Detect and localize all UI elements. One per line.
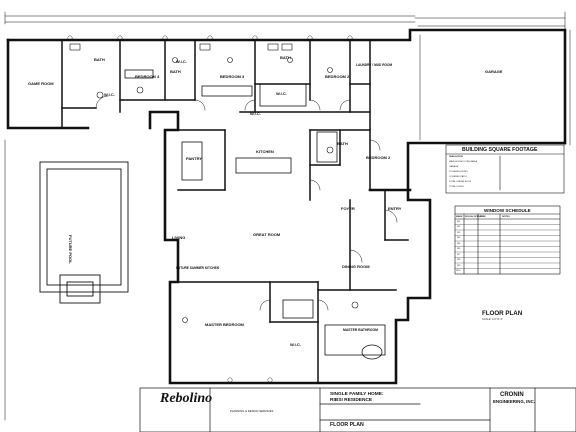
window-mark: W10 [456, 270, 461, 272]
sqft-row: COVERED PATIO [449, 176, 467, 178]
window-schedule-header: TYPE [480, 215, 486, 218]
title-block-frame [139, 387, 576, 432]
window-mark: W1 [457, 220, 461, 223]
room-label-wic-c: W.I.C. [276, 91, 287, 96]
exterior-walls [6, 28, 567, 385]
room-label-living: LIVING [172, 235, 186, 240]
sqft-row: GARAGE [449, 166, 459, 168]
company-logo: Rebolino [160, 391, 213, 406]
kitchen-fixtures [124, 69, 386, 360]
window-mark: W5 [457, 242, 461, 245]
sheet-title: FLOOR PLAN [482, 310, 523, 317]
room-label-wic-d: W.I.C. [250, 111, 261, 116]
window-schedule-header: ROUGH OPENING [465, 215, 484, 218]
room-label-bedroom-4: BEDROOM 4 [135, 74, 160, 79]
window-schedule-header: NOTES [502, 215, 510, 218]
pool-outline [39, 161, 129, 304]
sqft-row: TOTAL UNDER ROOF [449, 181, 472, 183]
sqft-table-title: BUILDING SQUARE FOOTAGE [462, 147, 538, 153]
room-label-master-bathroom: MASTER BATHROOM [343, 328, 378, 332]
room-label-wic-a: W.I.C. [104, 92, 115, 97]
interior-walls [9, 39, 409, 384]
window-mark: W6 [457, 248, 461, 250]
room-label-bedroom-2-top: BEDROOM 2 [325, 74, 350, 79]
room-label-master-wic: W.I.C. [290, 342, 301, 347]
project-title-line2: RIBSI RESIDENCE [330, 398, 373, 403]
room-label-bath-c: BATH [280, 55, 291, 60]
room-label-future-summer-kitchen: FUTURE SUMMER KITCHEN [176, 266, 220, 270]
window-schedule-header: MARK [456, 215, 463, 218]
room-label-kitchen: KITCHEN [256, 149, 274, 154]
door-swings [95, 95, 398, 311]
engineer-name-line2: ENGINEERING, INC. [493, 399, 535, 404]
sqft-row: COVERED ENTRY [449, 171, 468, 173]
drawing-title: FLOOR PLAN [330, 422, 364, 428]
grid-markers [67, 35, 353, 383]
room-label-wic-b: W.I.C. [176, 59, 187, 64]
room-label-bath-d: BATH [337, 141, 348, 146]
window-mark: W7 [457, 253, 461, 256]
room-label-master-bedroom: MASTER BEDROOM [205, 322, 244, 327]
room-label-entry: ENTRY [388, 206, 402, 211]
bath-fixtures [69, 43, 359, 323]
room-label-future-pool: FUTURE POOL [68, 235, 73, 264]
room-label-bath-a: BATH [94, 57, 105, 62]
room-label-game-room: GAME ROOM [28, 81, 54, 86]
window-schedule-rows [454, 224, 561, 269]
window-mark: W9 [457, 264, 461, 267]
engineer-name-line1: CRONIN [500, 392, 524, 398]
room-label-bedroom-2: BEDROOM 2 [366, 155, 391, 160]
room-label-foyer: FOYER [341, 206, 355, 211]
dimension-lines [4, 11, 571, 421]
window-mark: W8 [457, 259, 461, 261]
sqft-row: MAIN HOUSE LIVING AREA [449, 161, 478, 163]
window-schedule-frame [454, 205, 561, 275]
sheet-scale: SCALE: 1/4"=1'-0" [482, 318, 504, 321]
sqft-table-frame [445, 144, 565, 194]
room-label-pantry: PANTRY [186, 156, 202, 161]
window-schedule-title: WINDOW SCHEDULE [484, 208, 531, 213]
room-label-dining-room: DINING ROOM [342, 264, 370, 269]
room-label-bath-b: BATH [170, 69, 181, 74]
sqft-tabulation-label: TABULATION [449, 156, 463, 158]
window-mark: W4 [457, 237, 461, 239]
room-label-laundry: LAUNDRY / MUD ROOM [356, 63, 393, 67]
company-logo-subtitle: PLANNING & DESIGN SERVICES [230, 409, 274, 413]
sqft-row: TOTAL LIVING [449, 186, 464, 188]
project-title-line1: SINGLE FAMILY HOME: [330, 392, 384, 397]
window-mark: W3 [457, 231, 461, 234]
room-label-garage: GARAGE [485, 69, 503, 74]
room-label-bedroom-3: BEDROOM 3 [220, 74, 245, 79]
room-label-great-room: GREAT ROOM [253, 232, 281, 237]
window-mark: W2 [457, 226, 461, 228]
